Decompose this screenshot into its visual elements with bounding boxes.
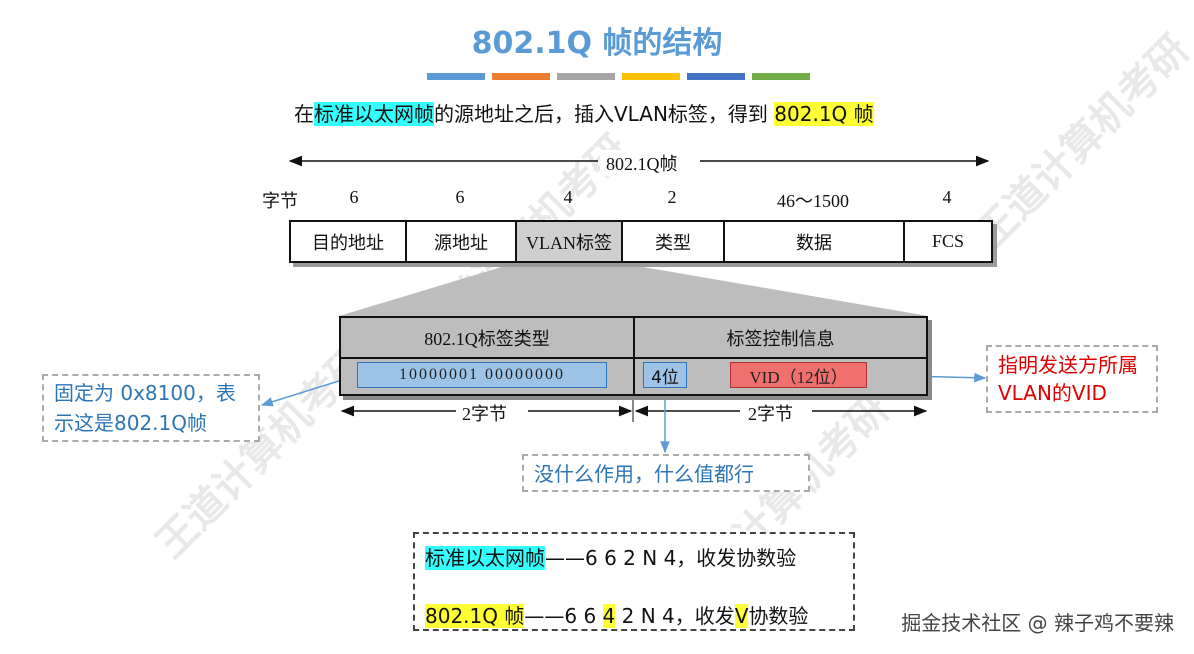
field-fcs: FCS: [931, 231, 965, 251]
summary-8021q-4: 4: [602, 604, 616, 628]
field-src-address: 源地址: [407, 222, 517, 261]
intro-highlight-8021q: 802.1Q 帧: [774, 102, 874, 126]
byte-count-dest: 6: [349, 187, 359, 207]
tag-type-header: 802.1Q标签类型: [424, 329, 550, 349]
footer-credit: 掘金技术社区 @ 辣子鸡不要辣: [901, 611, 1174, 635]
summary-8021q-a: ——6 6: [524, 604, 603, 628]
tag-vid-field: VID（12位）: [730, 362, 867, 388]
byte-count-vlan: 4: [563, 187, 573, 207]
summary-8021q-c: 协数验: [748, 604, 809, 628]
summary-line-8021q: 802.1Q 帧——6 6 4 2 N 4，收发V协数验: [425, 600, 808, 629]
tag-expansion-shape: [339, 263, 928, 316]
color-bar: [492, 73, 550, 80]
field-data: 数据: [725, 222, 905, 261]
note-any-value: 没什么作用，什么值都行: [522, 454, 810, 492]
frame-fields: 目的地址 源地址 VLAN标签 类型 数据 FCS: [289, 220, 993, 263]
intro-sentence: 在标准以太网帧的源地址之后，插入VLAN标签，得到 802.1Q 帧: [294, 98, 874, 127]
color-bar: [752, 73, 810, 80]
intro-middle: 的源地址之后，插入VLAN标签，得到: [434, 102, 768, 126]
field-dest-address: 目的地址: [291, 222, 407, 261]
note-fixed-value: 固定为 0x8100，表示这是802.1Q帧: [42, 374, 260, 442]
summary-ethernet-fields: ——6 6 2 N 4，收发协数验: [545, 546, 797, 570]
byte-count-fcs: 4: [942, 187, 952, 207]
byte-count-type: 2: [667, 187, 677, 207]
tag-type-bits: 10000001 00000000: [357, 362, 607, 388]
byte-header: 字节: [262, 191, 298, 212]
intro-prefix: 在: [294, 102, 314, 126]
span-label-left: 2字节: [462, 404, 507, 424]
tag-col-divider: [633, 318, 635, 394]
frame-span-label: 802.1Q帧: [600, 150, 684, 176]
field-vlan-tag: VLAN标签: [517, 222, 623, 261]
page-title: 802.1Q 帧的结构: [471, 26, 723, 61]
color-bar: [427, 73, 485, 80]
byte-count-data: 46～1500: [777, 191, 849, 211]
field-type: 类型: [623, 222, 725, 261]
note-vid: 指明发送方所属VLAN的VID: [986, 345, 1158, 413]
summary-box: 标准以太网帧——6 6 2 N 4，收发协数验 802.1Q 帧——6 6 4 …: [413, 532, 855, 631]
intro-highlight-ethernet: 标准以太网帧: [314, 102, 434, 126]
tag-4bit-field: 4位: [643, 362, 687, 388]
title-color-bars: [427, 73, 810, 80]
byte-count-src: 6: [455, 187, 465, 207]
span-label-right: 2字节: [748, 404, 793, 424]
summary-8021q-label: 802.1Q 帧: [425, 604, 525, 628]
summary-8021q-v: V: [734, 604, 749, 628]
color-bar: [557, 73, 615, 80]
summary-ethernet-label: 标准以太网帧: [425, 546, 545, 570]
summary-line-ethernet: 标准以太网帧——6 6 2 N 4，收发协数验: [425, 542, 796, 571]
tag-control-header: 标签控制信息: [726, 329, 835, 350]
color-bar: [687, 73, 745, 80]
color-bar: [622, 73, 680, 80]
summary-8021q-b: 2 N 4，收发: [615, 604, 735, 628]
